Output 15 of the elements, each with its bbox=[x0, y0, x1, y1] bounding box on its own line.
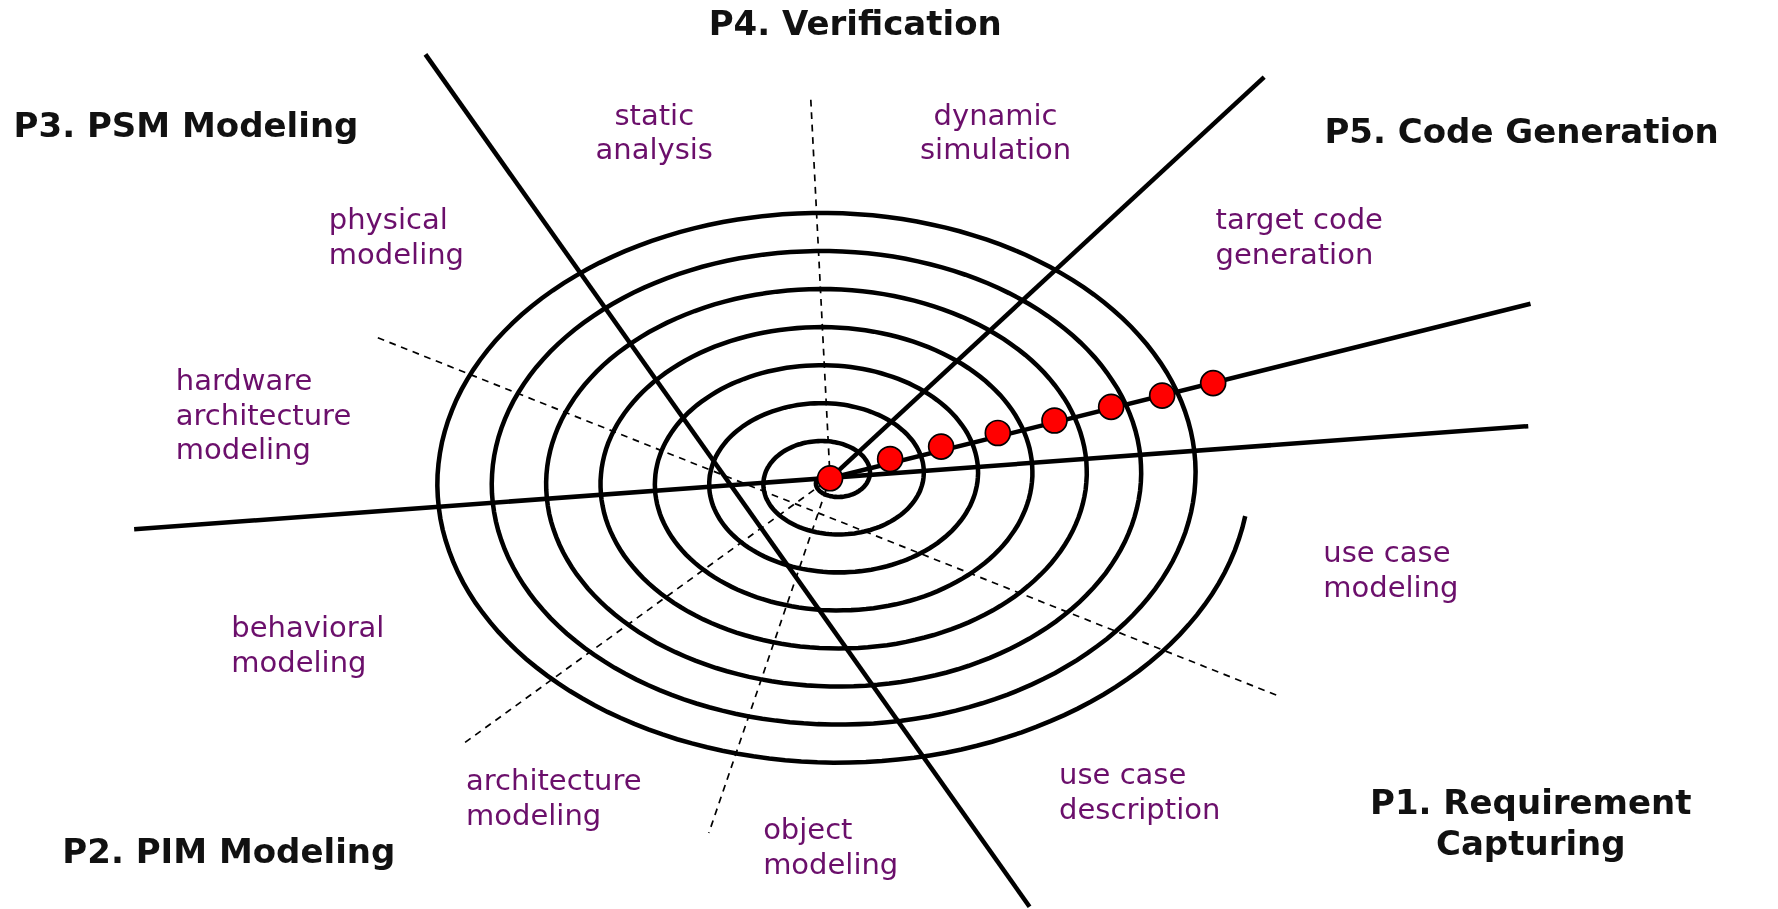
phase-heading: P4. Verification bbox=[708, 3, 1003, 45]
activity-label: target code generation bbox=[1215, 201, 1384, 272]
activity-label: hardware architecture modeling bbox=[175, 362, 353, 468]
activity-label: behavioral modeling bbox=[231, 610, 386, 680]
activity-label: use case description bbox=[1059, 757, 1222, 828]
phase-heading: P5. Code Generation bbox=[1324, 111, 1720, 152]
phase-heading: P1. Requirement Capturing bbox=[1369, 782, 1693, 864]
activity-label: use case modeling bbox=[1323, 535, 1460, 605]
activity-label: object modeling bbox=[763, 811, 900, 882]
activity-label: physical modeling bbox=[328, 201, 465, 272]
activity-label: dynamic simulation bbox=[919, 97, 1073, 168]
activity-label: architecture modeling bbox=[466, 763, 643, 833]
phase-heading: P3. PSM Modeling bbox=[13, 105, 360, 147]
phase-heading: P2. PIM Modeling bbox=[62, 831, 397, 872]
activity-label: static analysis bbox=[594, 97, 714, 168]
